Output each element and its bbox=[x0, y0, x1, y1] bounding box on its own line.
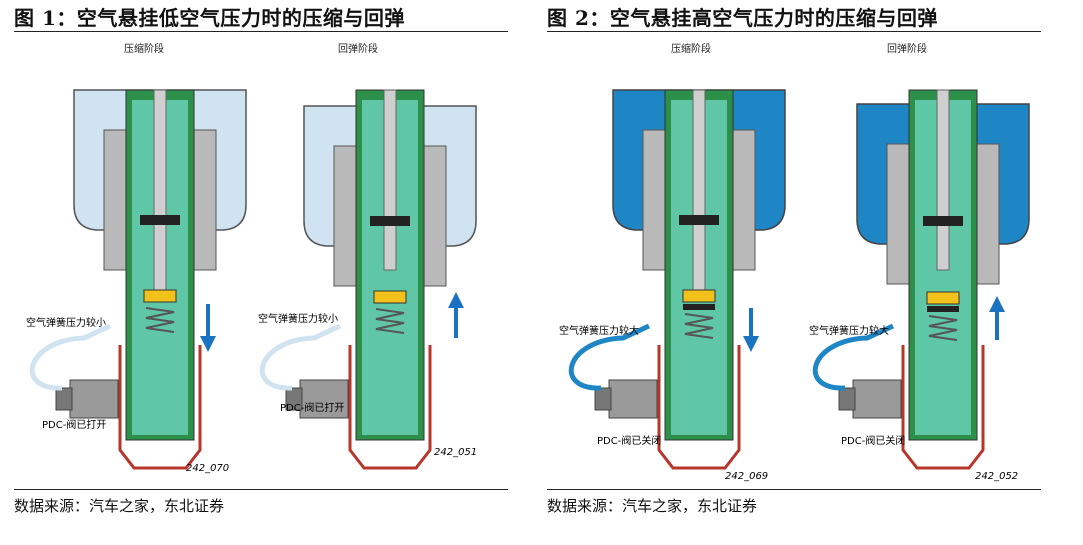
stage-label-rebound: 回弹阶段 bbox=[887, 44, 927, 55]
source-rule bbox=[14, 489, 508, 490]
stage-label-rebound: 回弹阶段 bbox=[338, 44, 378, 55]
air-line bbox=[29, 323, 112, 391]
valve-state-label: PDC-阀已关闭 bbox=[841, 434, 905, 447]
figure-code: 242_051 bbox=[434, 447, 477, 458]
spring-pressure-label: 空气弹簧压力较小 bbox=[258, 312, 338, 325]
arrow-up bbox=[448, 292, 464, 338]
title-rule bbox=[14, 31, 508, 32]
valve-state-label: PDC-阀已打开 bbox=[280, 401, 344, 414]
title-rule bbox=[547, 31, 1041, 32]
shock-absorber-compress bbox=[568, 89, 786, 470]
figure-code: 242_069 bbox=[725, 471, 768, 482]
spring-pressure-label: 空气弹簧压力较大 bbox=[559, 324, 639, 337]
figure-code: 242_070 bbox=[186, 463, 229, 474]
air-line bbox=[568, 323, 651, 391]
shock-absorber-rebound bbox=[812, 89, 1030, 470]
figure-1-title: 图 1：空气悬挂低空气压力时的压缩与回弹 bbox=[14, 6, 405, 30]
figure-1-panel: 图 1：空气悬挂低空气压力时的压缩与回弹 压缩阶段 回弹阶段 空气弹簧压力较小 … bbox=[14, 0, 508, 545]
spring-pressure-label: 空气弹簧压力较小 bbox=[26, 316, 106, 329]
outer-shell bbox=[118, 345, 202, 470]
source-rule bbox=[547, 489, 1041, 490]
figure-2-diagram: 空气弹簧压力较大 PDC-阀已关闭 242_069 空气弹簧压力较大 PDC-阀… bbox=[559, 89, 1030, 482]
figure-2-title: 图 2：空气悬挂高空气压力时的压缩与回弹 bbox=[547, 6, 938, 30]
figure-2-source: 数据来源：汽车之家，东北证券 bbox=[547, 497, 758, 515]
figure-2-panel: 图 2：空气悬挂高空气压力时的压缩与回弹 压缩阶段 回弹阶段 空气弹簧压力较大 … bbox=[547, 0, 1041, 545]
arrow-down bbox=[743, 308, 759, 352]
shock-absorber-rebound bbox=[259, 89, 477, 470]
stage-label-compress: 压缩阶段 bbox=[124, 44, 164, 55]
shock-absorber-compress bbox=[29, 89, 247, 470]
figure-code: 242_052 bbox=[975, 471, 1018, 482]
valve-state-label: PDC-阀已打开 bbox=[42, 418, 106, 431]
outer-shell bbox=[657, 345, 741, 470]
valve-state-label: PDC-阀已关闭 bbox=[597, 434, 661, 447]
figure-1-source: 数据来源：汽车之家，东北证券 bbox=[14, 497, 225, 515]
spring-pressure-label: 空气弹簧压力较大 bbox=[809, 324, 889, 337]
arrow-up bbox=[989, 296, 1005, 340]
stage-label-compress: 压缩阶段 bbox=[671, 44, 711, 55]
figure-1-diagram: 空气弹簧压力较小 PDC-阀已打开 242_070 空气弹簧压力较小 PDC-阀… bbox=[26, 89, 477, 474]
arrow-down bbox=[200, 304, 216, 352]
